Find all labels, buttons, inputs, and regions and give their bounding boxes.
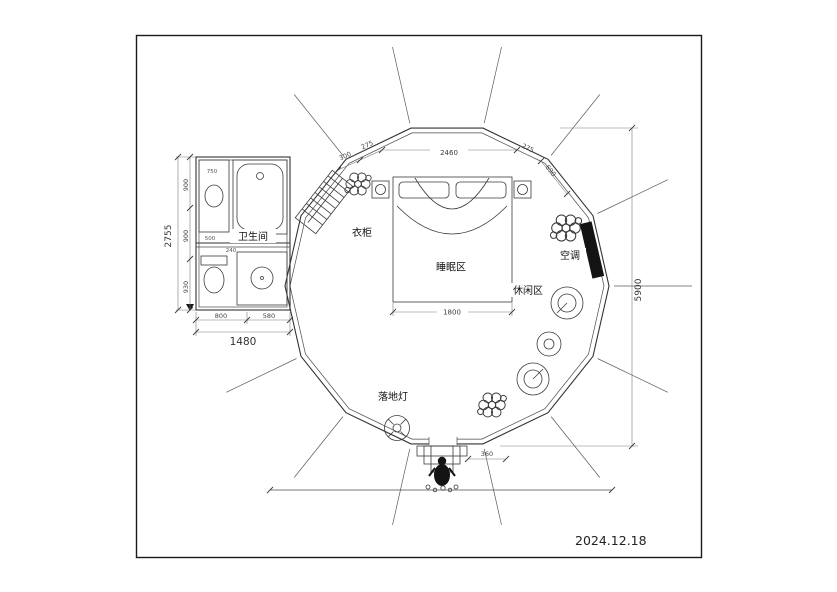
- overall-dimension: 5900: [500, 124, 644, 450]
- entry-door-opening: [428, 436, 458, 446]
- wardrobe-unit: [294, 169, 354, 235]
- pillow-right: [455, 181, 507, 199]
- dim-annex-left-3: 930: [182, 281, 190, 293]
- bed-dimension: 1800: [389, 303, 516, 317]
- toilet: [200, 255, 228, 294]
- lounge-chair: [516, 362, 550, 396]
- room-labels: 卫生间 衣柜 睡眠区 休闲区 空调 落地灯: [230, 225, 586, 403]
- nightstand-right: [513, 180, 532, 199]
- ac-unit: [579, 221, 605, 279]
- lounge-chair: [550, 286, 584, 320]
- dim-overall-height: 5900: [634, 278, 644, 301]
- dim-annex-inner-2: 500: [205, 236, 216, 242]
- dim-annex-left-1: 900: [182, 179, 190, 191]
- dim-bed-width: 1800: [443, 309, 461, 317]
- label-wardrobe: 衣柜: [352, 226, 372, 239]
- dim-annex-total-height: 2755: [164, 225, 174, 248]
- dim-entry-width: 360: [481, 450, 493, 458]
- vanity-sink: [198, 159, 230, 233]
- dim-annex-bottom-1: 800: [215, 312, 227, 320]
- round-room-walls: [284, 127, 610, 445]
- annex-dimensions: 2755 900 900 930 800 580 1480 750 500 24…: [164, 153, 294, 348]
- bathtub: [232, 159, 288, 235]
- entry-pebbles: [425, 484, 459, 493]
- duvet-arc: [414, 177, 490, 210]
- label-air-conditioner: 空调: [560, 249, 580, 262]
- entry-dimension: 360: [464, 450, 510, 463]
- entry-person-figure: [428, 456, 456, 486]
- round-table: [536, 331, 562, 357]
- dim-annex-total-width: 1480: [230, 336, 257, 348]
- label-floor-lamp: 落地灯: [378, 390, 408, 403]
- dim-top-3: 2460: [440, 149, 458, 157]
- top-dimension-chain: 300 275 2460 275 690: [334, 139, 571, 198]
- dim-annex-left-2: 900: [182, 230, 190, 242]
- label-leisure-area: 休闲区: [513, 284, 543, 297]
- plant-icon: [477, 392, 507, 418]
- plant-icon: [549, 214, 583, 242]
- leisure-furniture: [516, 286, 584, 396]
- drawing-frame: [135, 34, 703, 559]
- floor-lamp-symbol: [384, 415, 410, 441]
- dim-top-5: 690: [544, 163, 558, 178]
- label-bathroom: 卫生间: [238, 230, 268, 243]
- dim-annex-bottom-2: 580: [263, 312, 275, 320]
- duvet-arc: [396, 205, 508, 235]
- dim-top-2: 275: [360, 139, 375, 151]
- date-label: 2024.12.18: [575, 533, 647, 548]
- radial-extension-lines: [226, 47, 692, 525]
- pillow-left: [398, 181, 450, 199]
- bathroom-annex: [186, 156, 291, 311]
- dim-annex-inner-1: 750: [207, 169, 218, 175]
- dim-annex-inner-3: 240: [226, 248, 237, 254]
- label-sleeping-area: 睡眠区: [436, 261, 466, 274]
- plant-icon: [344, 172, 372, 196]
- shower-tray: [236, 251, 288, 306]
- nightstand-left: [371, 180, 390, 199]
- bed: [371, 176, 532, 303]
- ground-line: [266, 486, 616, 494]
